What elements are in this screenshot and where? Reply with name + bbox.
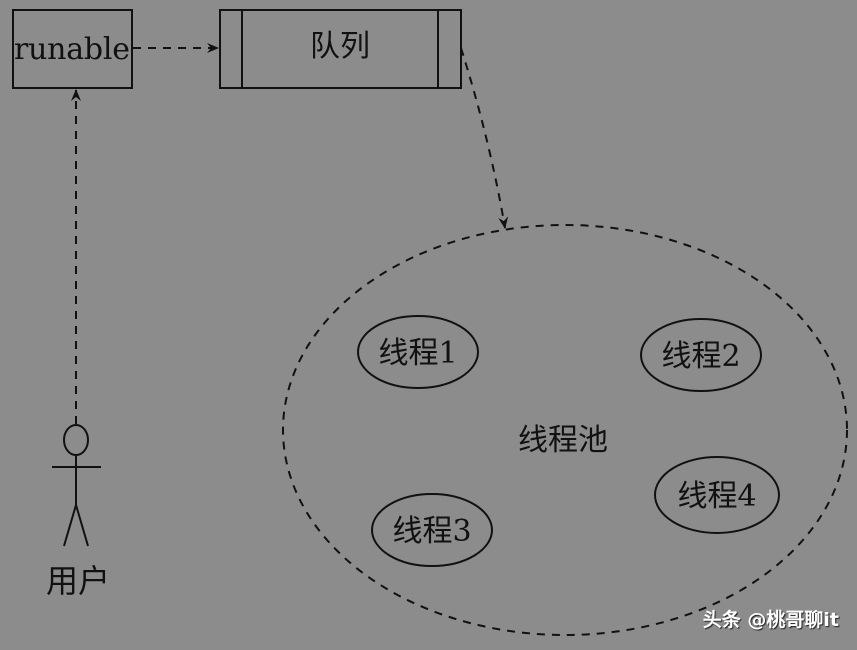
- thread-pool-ellipse: [282, 224, 848, 636]
- arrow-queue-to-pool: [460, 47, 509, 229]
- thread-3-label: 线程3: [392, 514, 471, 549]
- thread-4-ellipse: [654, 456, 780, 534]
- runnable-box: [12, 9, 133, 89]
- queue-label: 队列: [310, 29, 370, 64]
- runnable-label: runable: [14, 32, 130, 67]
- thread-4-label: 线程4: [677, 479, 756, 514]
- user-label: 用户: [46, 562, 110, 600]
- thread-3-ellipse: [371, 493, 493, 567]
- thread-1-ellipse: [357, 315, 479, 389]
- watermark: 头条 @桃哥聊it: [702, 609, 839, 631]
- thread-pool-label: 线程池: [518, 423, 608, 458]
- thread-1-label: 线程1: [378, 336, 457, 371]
- thread-2-ellipse: [640, 318, 762, 392]
- user-stick-figure-icon: [52, 424, 101, 547]
- thread-2-label: 线程2: [661, 339, 740, 374]
